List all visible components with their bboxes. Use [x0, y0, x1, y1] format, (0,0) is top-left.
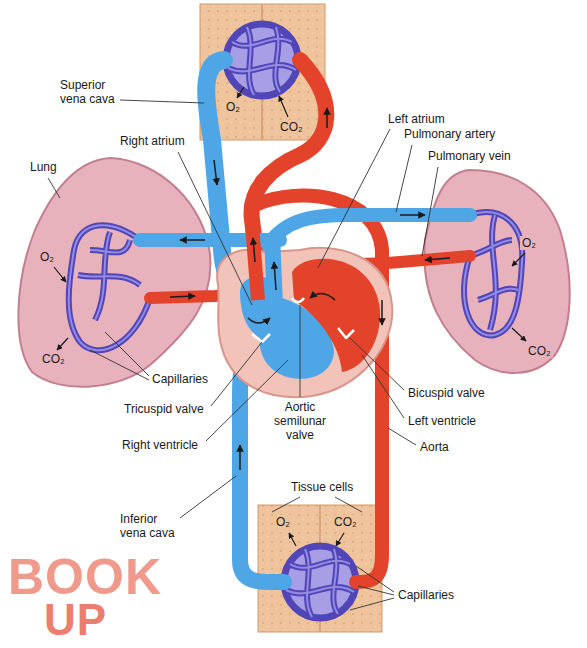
- pulmonary-trunk: [272, 235, 275, 305]
- vessel-label: Pulmonary artery: [404, 127, 495, 141]
- gas-label: CO₂: [332, 515, 359, 529]
- capillary-label: Capillaries: [398, 588, 454, 602]
- chamber-label: Left ventricle: [408, 414, 476, 428]
- vessel-label: Pulmonary vein: [428, 149, 511, 163]
- heart-outline: [217, 248, 392, 397]
- capillary-network: [284, 546, 356, 618]
- gas-label: CO₂: [278, 120, 305, 134]
- vessel-label: Aorta: [420, 440, 449, 454]
- valve-label: Aortic semilunar valve: [266, 400, 334, 442]
- chamber-label: Left atrium: [388, 112, 445, 126]
- vessel-label: Superior vena cava: [60, 78, 122, 106]
- gas-exchange-arrows: [54, 87, 526, 546]
- tissue-label: Tissue cells: [291, 480, 353, 494]
- vessel-label: Inferior vena cava: [120, 512, 182, 540]
- gas-label: O₂: [38, 250, 56, 264]
- pulmonary-artery: [268, 215, 470, 245]
- gas-label: O₂: [520, 236, 538, 250]
- leader-lines: [48, 100, 438, 610]
- valve-label: Tricuspid valve: [124, 402, 204, 416]
- lung-shape: [18, 158, 210, 387]
- lung-shape: [424, 170, 569, 373]
- chamber-label: Right ventricle: [122, 438, 198, 452]
- gas-label: O₂: [224, 100, 242, 114]
- watermark: UP: [44, 598, 107, 642]
- valve-label: Bicuspid valve: [408, 386, 485, 400]
- capillary-label: Capillaries: [152, 372, 208, 386]
- gas-label: O₂: [274, 515, 292, 529]
- gas-label: CO₂: [526, 344, 553, 358]
- watermark: BOOK: [8, 552, 162, 602]
- tissue-block: [258, 505, 382, 632]
- capillary-network: [226, 24, 298, 96]
- gas-label: CO₂: [40, 352, 67, 366]
- ascending-aorta: [252, 225, 258, 300]
- chamber-label: Right atrium: [120, 134, 185, 148]
- heart: [217, 225, 392, 397]
- organ-label: Lung: [30, 160, 57, 174]
